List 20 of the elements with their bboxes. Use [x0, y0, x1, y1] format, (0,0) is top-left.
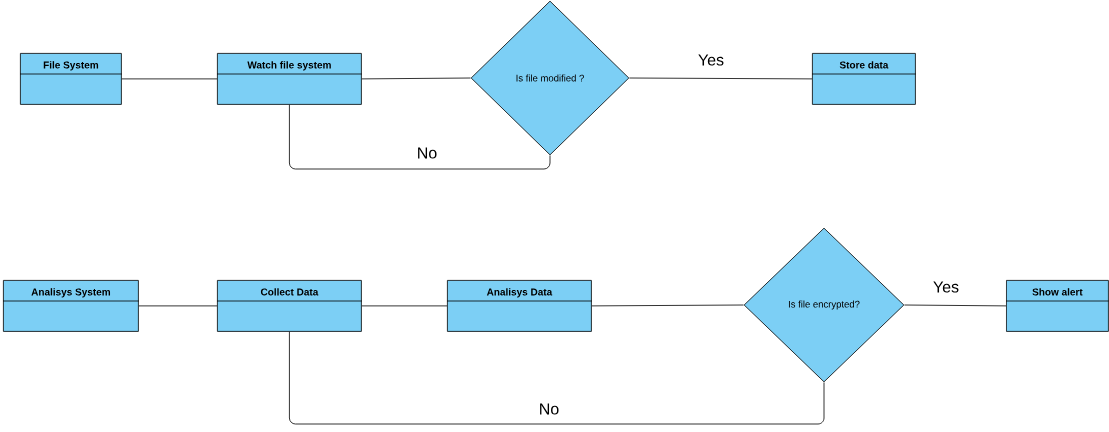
- edge-label: Yes: [696, 53, 726, 67]
- connector-line: [361, 77, 471, 80]
- connector-line: [138, 305, 218, 307]
- edge-label: No: [537, 402, 561, 416]
- class-box: Analisys Data: [446, 280, 593, 332]
- connector-line: [629, 77, 813, 80]
- edge-label: No: [415, 146, 439, 160]
- connector-line: [591, 304, 744, 307]
- edge-label: Yes: [931, 280, 961, 294]
- connector-line: [121, 78, 218, 80]
- connector-line: [904, 304, 1007, 307]
- class-box: Analisys System: [2, 280, 140, 332]
- class-box: Show alert: [1005, 280, 1109, 332]
- connector-line: [289, 104, 551, 170]
- class-box: File System: [19, 53, 123, 105]
- class-box: Collect Data: [216, 280, 363, 332]
- connector-line: [289, 331, 825, 425]
- class-box: Store data: [811, 53, 917, 105]
- connector-line: [361, 305, 448, 307]
- class-box: Watch file system: [216, 53, 363, 105]
